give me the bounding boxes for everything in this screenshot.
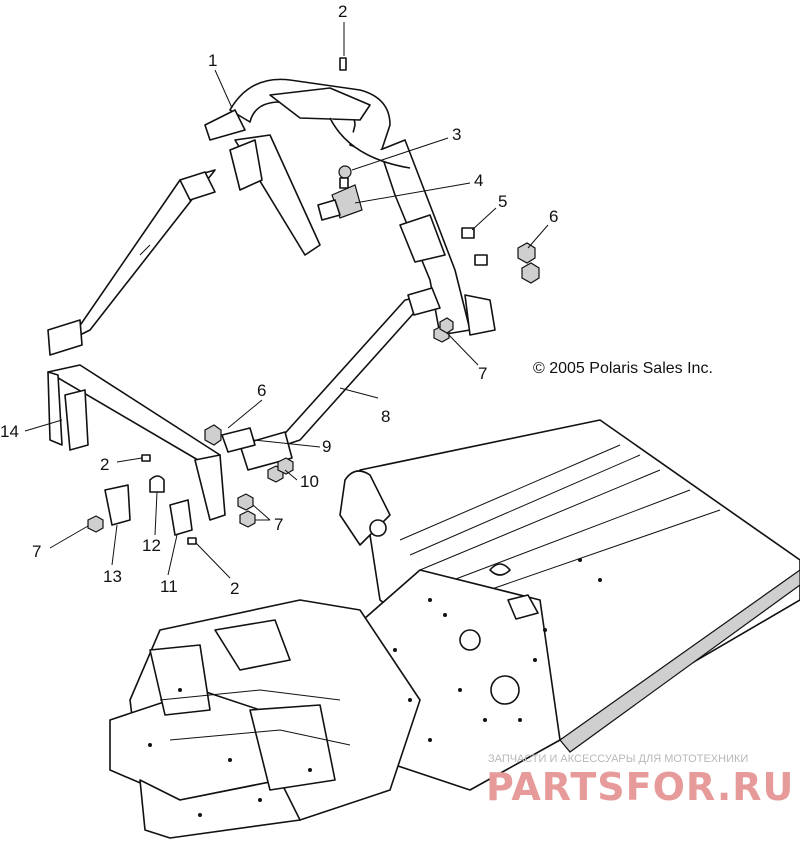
callout-2-left: 2 [100,455,109,474]
callout-12: 12 [142,536,161,555]
copyright-notice: © 2005 Polaris Sales Inc. [533,360,713,377]
bracket-13 [104,484,131,526]
callout-14: 14 [0,422,19,441]
callout-8: 8 [381,407,390,426]
left-upper-strut [47,169,216,356]
plate-9 [204,424,256,453]
clip-12 [149,475,165,493]
nut-6-upper [517,242,540,284]
callout-7-left: 7 [32,542,41,561]
callout-3: 3 [452,125,461,144]
callout-7-upper: 7 [478,364,487,383]
watermark-logo: PARTSFOR.RU [486,765,794,809]
callout-5: 5 [498,192,507,211]
callout-labels: 1 2 3 4 5 6 7 6 8 9 10 14 2 7 12 7 13 11… [0,2,558,598]
callout-11: 11 [160,577,178,596]
callout-4: 4 [474,171,483,190]
bolt-3 [338,165,352,189]
callout-2-top: 2 [338,2,347,21]
mount-bracket-plate [317,184,363,221]
right-strut-8 [239,287,441,471]
watermark-subtitle: ЗАПЧАСТИ И АКСЕССУАРЫ ДЛЯ МОТОТЕХНИКИ [488,753,748,765]
small-fasteners [87,317,454,545]
leader-lines [24,22,549,579]
steering-support-frame [204,78,496,336]
callout-2-bottom: 2 [230,579,239,598]
callout-9: 9 [322,437,331,456]
watermark: ЗАПЧАСТИ И АКСЕССУАРЫ ДЛЯ МОТОТЕХНИКИ PA… [486,753,794,809]
callout-6-lower: 6 [257,381,266,400]
callout-7-middle: 7 [274,515,283,534]
callout-10: 10 [300,472,319,491]
bolt-5 [461,227,488,266]
chassis-frame [109,419,800,839]
plate-11 [169,499,193,536]
lower-cross-bar-14 [47,364,226,521]
callout-6-upper: 6 [549,207,558,226]
callout-13: 13 [103,567,122,586]
pin-top [339,57,347,71]
rivet-holes [148,558,602,817]
callout-1: 1 [208,51,217,70]
